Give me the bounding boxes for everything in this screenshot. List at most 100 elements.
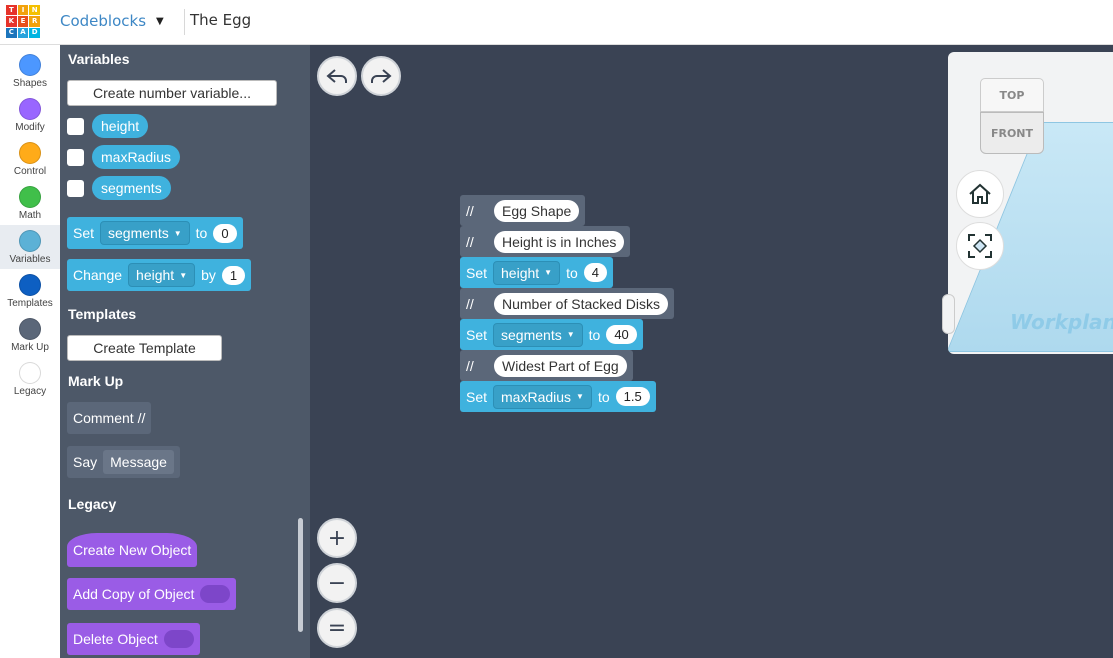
- block-palette: Variables Create number variable... heig…: [60, 45, 310, 658]
- message-input[interactable]: Message: [103, 450, 174, 474]
- create-new-object-block[interactable]: Create New Object: [67, 533, 198, 567]
- comment-prefix: //: [466, 357, 474, 374]
- dropdown-value: height: [501, 264, 540, 281]
- variables-heading: Variables: [68, 51, 130, 67]
- zoom-out-button[interactable]: −: [317, 563, 357, 603]
- block-keyword: to: [195, 225, 208, 241]
- plus-icon: +: [327, 525, 347, 551]
- templates-icon: [19, 274, 41, 296]
- block-keyword: to: [597, 388, 610, 405]
- editor-mode-label: Codeblocks: [60, 12, 147, 30]
- comment-block[interactable]: //Egg Shape: [460, 195, 586, 226]
- category-legacy[interactable]: Legacy: [0, 357, 60, 401]
- comment-block[interactable]: Comment //: [67, 402, 152, 434]
- redo-button[interactable]: [361, 56, 401, 96]
- object-slot[interactable]: [200, 585, 231, 603]
- category-math[interactable]: Math: [0, 181, 60, 225]
- category-mark-up[interactable]: Mark Up: [0, 313, 60, 357]
- workplane-label: Workplane: [1010, 310, 1113, 334]
- change-variable-block[interactable]: Change height▼ by 1: [67, 259, 252, 291]
- variable-pill[interactable]: maxRadius: [92, 145, 181, 169]
- design-title[interactable]: The Egg: [190, 11, 252, 29]
- editor-mode-dropdown[interactable]: Codeblocks ▼: [60, 12, 164, 30]
- undo-button[interactable]: [317, 56, 357, 96]
- variable-row-maxradius[interactable]: maxRadius: [67, 145, 181, 169]
- dropdown-value: maxRadius: [501, 388, 572, 405]
- redo-icon: [371, 69, 392, 83]
- block-keyword: Change: [73, 267, 123, 283]
- block-keyword: Set: [466, 264, 488, 281]
- 3d-viewer[interactable]: Workplane TOP FRONT: [948, 52, 1113, 354]
- block-label: Add Copy of Object: [73, 586, 195, 602]
- home-view-button[interactable]: [956, 170, 1004, 218]
- category-modify[interactable]: Modify: [0, 93, 60, 137]
- block-keyword: Say: [73, 454, 98, 470]
- variable-pill[interactable]: segments: [92, 176, 171, 200]
- variables-icon: [19, 230, 41, 252]
- number-input[interactable]: 1: [221, 265, 246, 285]
- zoom-reset-button[interactable]: =: [317, 608, 357, 648]
- comment-text-input[interactable]: Height is in Inches: [494, 230, 625, 253]
- comment-text-input[interactable]: Widest Part of Egg: [494, 354, 627, 377]
- variable-dropdown[interactable]: height▼: [128, 263, 196, 287]
- view-cube-top[interactable]: TOP: [980, 78, 1044, 112]
- variable-dropdown[interactable]: segments▼: [100, 221, 190, 245]
- category-shapes[interactable]: Shapes: [0, 49, 60, 93]
- variable-checkbox[interactable]: [67, 148, 84, 166]
- set-variable-block[interactable]: Set segments▼ to 0: [67, 217, 243, 249]
- variable-dropdown[interactable]: segments▼: [493, 322, 583, 347]
- equals-icon: =: [327, 615, 347, 641]
- comment-text-input[interactable]: Egg Shape: [494, 199, 580, 222]
- block-keyword: Set: [466, 326, 488, 343]
- category-control[interactable]: Control: [0, 137, 60, 181]
- variable-dropdown[interactable]: height ▼: [493, 260, 561, 285]
- zoom-in-button[interactable]: +: [317, 518, 357, 558]
- category-variables[interactable]: Variables: [0, 225, 60, 269]
- number-input[interactable]: 1.5: [615, 387, 650, 406]
- comment-block[interactable]: //Height is in Inches: [460, 226, 631, 257]
- comment-block[interactable]: //Number of Stacked Disks: [460, 288, 674, 319]
- add-copy-of-object-block[interactable]: Add Copy of Object: [67, 578, 237, 610]
- variable-checkbox[interactable]: [67, 117, 84, 135]
- caret-down-icon: ▼: [179, 270, 188, 280]
- object-slot[interactable]: [163, 630, 194, 648]
- variable-checkbox[interactable]: [67, 179, 84, 197]
- number-input[interactable]: 40: [606, 325, 637, 344]
- fit-view-button[interactable]: [956, 222, 1004, 270]
- dropdown-value: segments: [501, 326, 562, 343]
- legacy-icon: [19, 362, 41, 384]
- shapes-icon: [19, 54, 41, 76]
- comment-block[interactable]: // Widest Part of Egg: [460, 350, 633, 381]
- number-input[interactable]: 4: [583, 263, 608, 282]
- category-templates[interactable]: Templates: [0, 269, 60, 313]
- control-icon: [19, 142, 41, 164]
- caret-down-icon: ▼: [544, 268, 553, 277]
- variable-dropdown[interactable]: maxRadius▼: [493, 384, 592, 409]
- home-icon: [969, 183, 991, 204]
- palette-scrollbar[interactable]: [298, 518, 303, 632]
- set-variable-block[interactable]: Set segments▼ to 40: [460, 319, 643, 350]
- variable-row-height[interactable]: height: [67, 114, 149, 138]
- variable-row-segments[interactable]: segments: [67, 176, 171, 200]
- block-keyword: Set: [73, 225, 95, 241]
- viewer-resize-handle[interactable]: [942, 294, 955, 334]
- delete-object-block[interactable]: Delete Object: [67, 623, 200, 655]
- templates-heading: Templates: [68, 306, 137, 322]
- variable-pill[interactable]: height: [92, 114, 149, 138]
- create-template-button[interactable]: Create Template: [67, 335, 222, 361]
- say-block[interactable]: Say Message: [67, 446, 180, 478]
- number-input[interactable]: 0: [213, 223, 237, 243]
- block-keyword: to: [588, 326, 601, 343]
- view-cube-front[interactable]: FRONT: [980, 112, 1044, 154]
- divider: [184, 9, 185, 35]
- comment-text-input[interactable]: Number of Stacked Disks: [494, 292, 668, 315]
- create-variable-button[interactable]: Create number variable...: [67, 80, 277, 106]
- category-label: Legacy: [13, 386, 47, 397]
- math-icon: [19, 186, 41, 208]
- logo-letter: I: [17, 5, 29, 16]
